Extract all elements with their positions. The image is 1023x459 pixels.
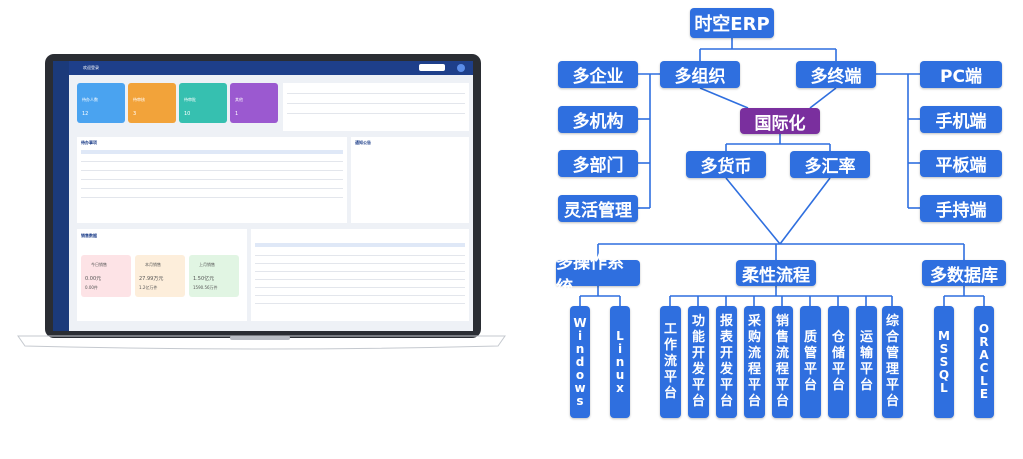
- node-left-2: 多机构: [558, 106, 638, 133]
- sales-card-value: 0.00元: [85, 276, 102, 282]
- sales-card-label: 本月销售: [145, 262, 161, 267]
- laptop-mockup: 欢迎登录 待办人数 12 待审核 3 待审批 10 其他 1 待办事项: [17, 54, 506, 350]
- flow-item-4: 采购流程平台: [744, 306, 765, 418]
- todo-panel-title: 待办事项: [81, 140, 97, 145]
- stat-card-value: 3: [133, 111, 137, 117]
- flow-item-5: 销售流程平台: [772, 306, 793, 418]
- flow-item-7: 仓储平台: [828, 306, 849, 418]
- sales-card-value: 27.99万元: [139, 276, 164, 282]
- sales-card-sub: 1.2亿万件: [139, 285, 158, 290]
- sales-panel-title: 销售数据: [81, 233, 97, 238]
- stat-card-2[interactable]: 待审核 3: [128, 83, 176, 123]
- avatar[interactable]: [457, 64, 465, 72]
- node-left-4: 灵活管理: [558, 195, 638, 222]
- sales-card-last-month: 上月销售 1.50亿元 1590.56万件: [189, 255, 239, 297]
- stat-card-label: 待办人数: [82, 97, 98, 102]
- app-header-title: 欢迎登录: [83, 65, 99, 70]
- flow-item-1: 工作流平台: [660, 306, 681, 418]
- node-multi-os: 多操作系统: [556, 253, 640, 298]
- node-right-4: 手持端: [920, 195, 1002, 222]
- laptop-screen: 欢迎登录 待办人数 12 待审核 3 待审批 10 其他 1 待办事项: [53, 61, 473, 331]
- node-right-2: 手机端: [920, 106, 1002, 133]
- node-left-3: 多部门: [558, 150, 638, 177]
- node-left-1: 多企业: [558, 61, 638, 88]
- flow-item-8: 运输平台: [856, 306, 877, 418]
- sales-card-month: 本月销售 27.99万元 1.2亿万件: [135, 255, 185, 297]
- stat-card-4[interactable]: 其他 1: [230, 83, 278, 123]
- node-multi-terminal: 多终端: [796, 61, 876, 88]
- node-right-1: PC端: [920, 61, 1002, 88]
- notice-panel-title: 通知公告: [355, 140, 371, 145]
- node-root: 时空ERP: [690, 8, 774, 38]
- erp-architecture-diagram: 时空ERP 多组织 多终端 国际化 多货币 多汇率 多企业 多机构 多部门 灵活…: [540, 0, 1023, 459]
- sales-table-panel: [251, 229, 469, 321]
- node-flexible-flow: 柔性流程: [736, 260, 816, 286]
- node-multi-exchange: 多汇率: [790, 151, 870, 178]
- stat-card-label: 待审批: [184, 97, 196, 102]
- stat-card-label: 其他: [235, 97, 243, 102]
- todo-panel: 待办事项: [77, 137, 347, 223]
- flow-item-3: 报表开发平台: [716, 306, 737, 418]
- app-sidebar: [53, 61, 69, 331]
- node-multi-db: 多数据库: [922, 260, 1006, 286]
- sales-card-label: 上月销售: [199, 262, 215, 267]
- sales-card-sub: 0.00件: [85, 285, 98, 290]
- app-search-input[interactable]: [419, 64, 445, 71]
- app-topbar: 欢迎登录: [69, 61, 473, 75]
- sales-panel: 销售数据 今日销售 0.00元 0.00件 本月销售 27.99万元 1.2亿万…: [77, 229, 247, 321]
- sales-card-label: 今日销售: [91, 262, 107, 267]
- diagram-connectors: [579, 38, 985, 306]
- flow-item-6: 质管平台: [800, 306, 821, 418]
- stat-card-1[interactable]: 待办人数 12: [77, 83, 125, 123]
- stat-card-value: 1: [235, 111, 239, 117]
- node-multi-currency: 多货币: [686, 151, 766, 178]
- stat-card-label: 待审核: [133, 97, 145, 102]
- stat-card-value: 10: [184, 111, 191, 117]
- stat-card-value: 12: [82, 111, 89, 117]
- stat-card-3[interactable]: 待审批 10: [179, 83, 227, 123]
- node-international: 国际化: [740, 108, 820, 134]
- notice-panel: 通知公告: [351, 137, 469, 223]
- node-right-3: 平板端: [920, 150, 1002, 177]
- sales-card-today: 今日销售 0.00元 0.00件: [81, 255, 131, 297]
- sales-card-value: 1.50亿元: [193, 276, 215, 282]
- flow-item-9: 综合管理平台: [882, 306, 903, 418]
- top-right-list-panel: [283, 83, 469, 131]
- sales-card-sub: 1590.56万件: [193, 285, 218, 290]
- flow-item-2: 功能开发平台: [688, 306, 709, 418]
- node-multi-org: 多组织: [660, 61, 740, 88]
